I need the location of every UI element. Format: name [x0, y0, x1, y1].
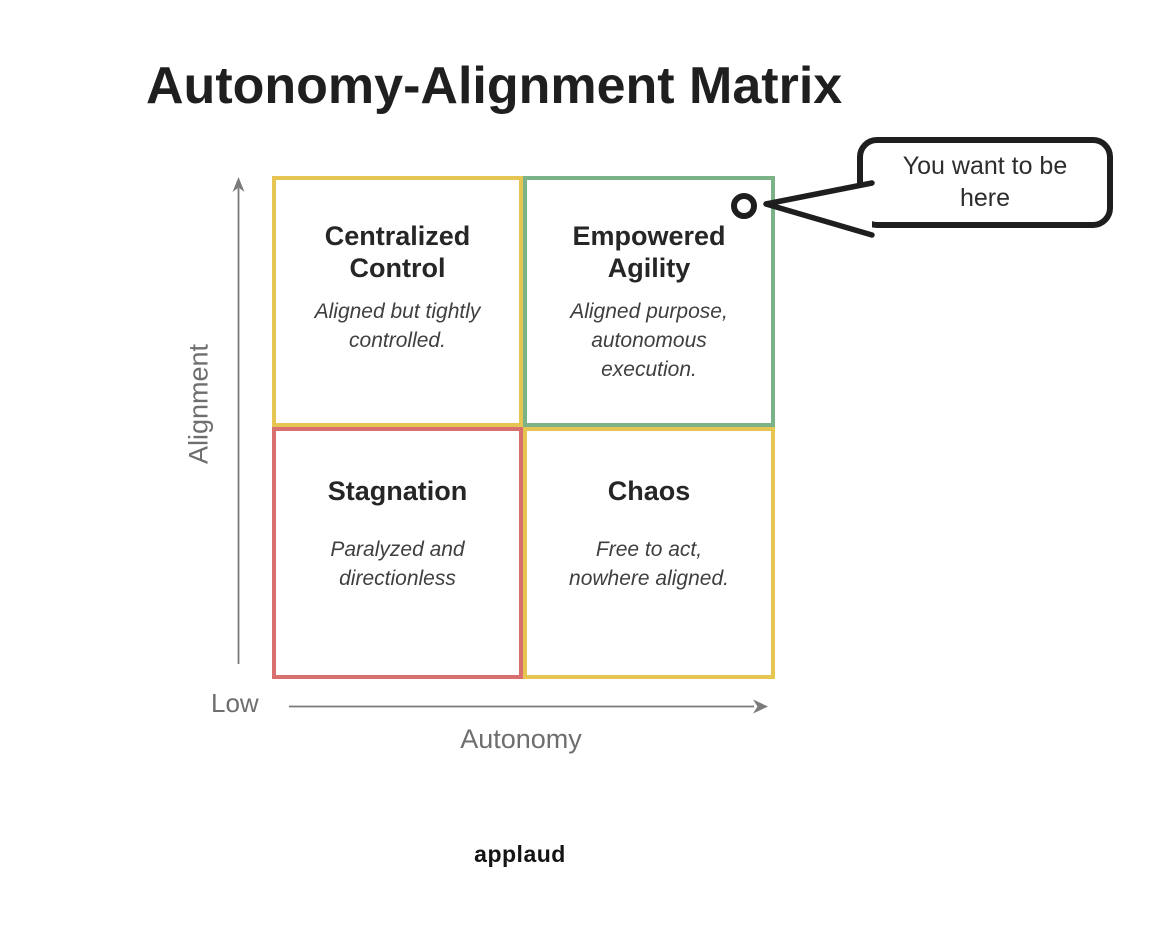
quadrant-empowered-agility: Empowered Agility Aligned purpose, auton… [523, 176, 775, 427]
page-title: Autonomy-Alignment Matrix [146, 57, 843, 115]
quadrant-description: Aligned purpose, autonomous execution. [570, 299, 728, 381]
quadrant-description: Paralyzed and directionless [330, 538, 465, 591]
y-axis-arrowhead-icon [232, 177, 245, 192]
applaud-logo: applaud [474, 841, 566, 867]
callout-bubble: You want to be here [857, 137, 1113, 228]
quadrant-title: Centralized Control [324, 221, 471, 284]
target-marker-circle-icon [731, 193, 757, 219]
quadrant-description: Free to act, nowhere aligned. [569, 538, 729, 591]
quadrant-title: Chaos [607, 476, 691, 506]
x-axis-label: Autonomy [460, 724, 582, 754]
quadrant-title: Empowered Agility [572, 221, 726, 284]
y-axis-label: Alignment [183, 343, 214, 465]
callout-text: You want to be here [902, 152, 1068, 212]
quadrant-description: Aligned but tightly controlled. [314, 299, 481, 352]
x-axis-arrowhead-icon [753, 699, 768, 714]
axis-origin-label: Low [211, 688, 259, 718]
matrix: Centralized Control Aligned but tightly … [272, 176, 775, 679]
quadrant-chaos: Chaos Free to act, nowhere aligned. [523, 427, 775, 679]
quadrant-title: Stagnation [327, 476, 468, 506]
quadrant-centralized-control: Centralized Control Aligned but tightly … [272, 176, 523, 427]
quadrant-stagnation: Stagnation Paralyzed and directionless [272, 427, 523, 679]
